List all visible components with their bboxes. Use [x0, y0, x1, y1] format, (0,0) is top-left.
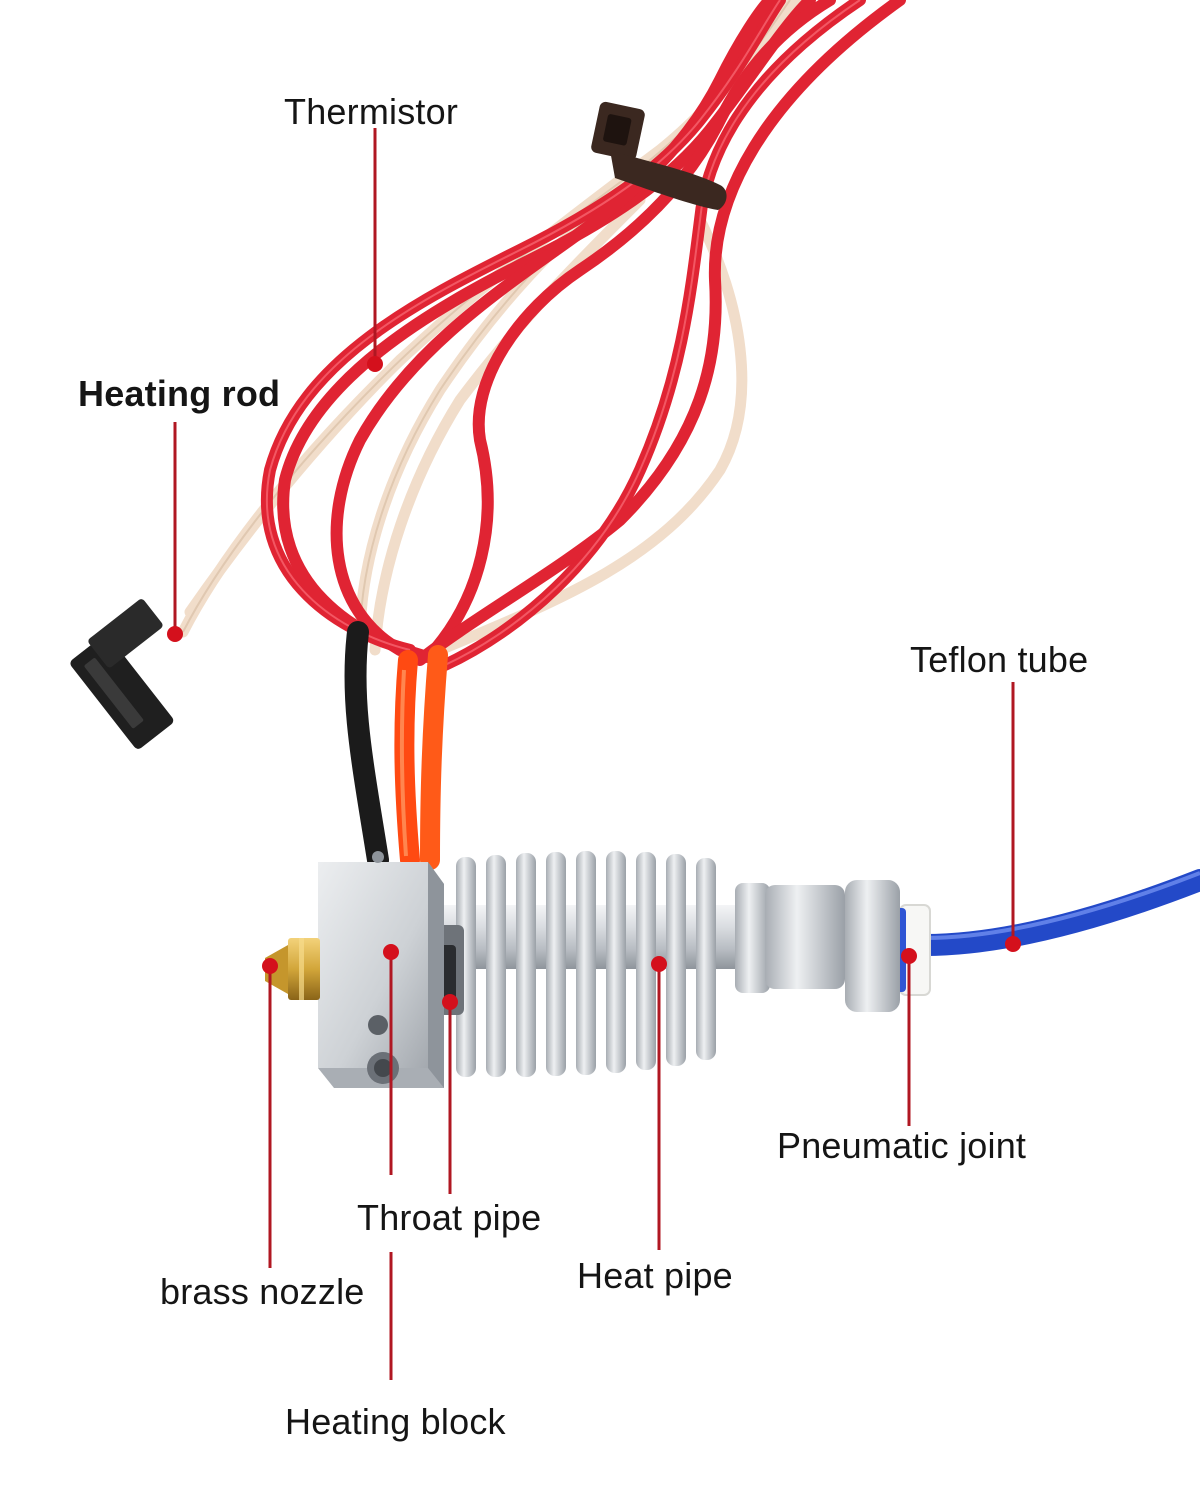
- teflon-tube: [914, 869, 1200, 956]
- leader-heat-pipe: [651, 956, 667, 1250]
- heating-rod-connector: [70, 599, 174, 749]
- leader-thermistor: [367, 128, 383, 372]
- leader-teflon-tube: [1005, 682, 1021, 952]
- leader-heating-block: [383, 944, 399, 1380]
- label-thermistor: Thermistor: [284, 91, 459, 132]
- label-heating-rod: Heating rod: [78, 373, 281, 414]
- label-heating-block: Heating block: [285, 1401, 506, 1442]
- heating-block: [318, 851, 444, 1088]
- label-pneumatic-joint: Pneumatic joint: [777, 1125, 1027, 1166]
- cable-tie: [591, 101, 727, 210]
- leader-brass-nozzle: [262, 958, 278, 1268]
- callout-leaders: [167, 128, 1021, 1380]
- wire-sleeves: [344, 621, 448, 871]
- label-throat-pipe: Throat pipe: [357, 1197, 542, 1238]
- label-brass-nozzle: brass nozzle: [160, 1271, 365, 1312]
- leader-throat-pipe: [442, 994, 458, 1194]
- heat-sink: [440, 851, 900, 1077]
- label-heat-pipe: Heat pipe: [577, 1255, 733, 1296]
- leader-pneumatic-joint: [901, 948, 917, 1126]
- leader-heating-rod: [167, 422, 183, 642]
- label-teflon-tube: Teflon tube: [910, 639, 1089, 680]
- heatsink-fins: [456, 851, 716, 1077]
- wire-bundle: [177, 0, 906, 671]
